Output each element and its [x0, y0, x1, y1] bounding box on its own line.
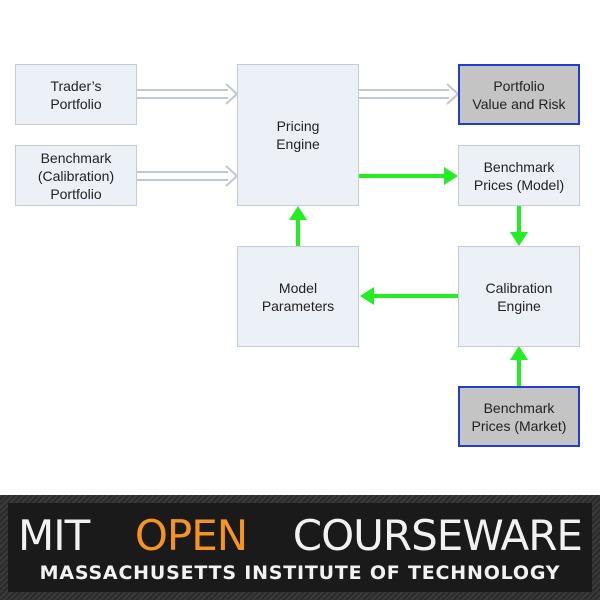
calibration-engine-box: Calibration Engine	[458, 246, 580, 347]
hollow-arrow-traders-to-pricing	[137, 83, 239, 105]
benchmark-prices-market-box: Benchmark Prices (Market)	[458, 386, 580, 447]
pricing-engine-label: Pricing Engine	[276, 118, 320, 152]
logo-text-open: OPEN	[134, 511, 248, 560]
green-arrow-parameters-to-pricing	[289, 206, 307, 246]
benchmark-prices-market-label: Benchmark Prices (Market)	[471, 399, 567, 434]
traders-portfolio-label: Trader’s Portfolio	[50, 77, 102, 112]
logo-text-courseware: COURSEWARE	[292, 511, 583, 560]
pricing-engine-box: Pricing Engine	[237, 64, 359, 206]
banner-panel: MIT OPEN COURSEWARE MASSACHUSETTS INSTIT…	[8, 503, 592, 592]
logo-text-mit: MIT	[18, 511, 90, 560]
benchmark-portfolio-box: Benchmark (Calibration) Portfolio	[15, 145, 137, 206]
benchmark-prices-model-label: Benchmark Prices (Model)	[473, 158, 565, 193]
benchmark-prices-model-box: Benchmark Prices (Model)	[458, 145, 580, 206]
arrows-layer	[137, 83, 528, 386]
green-arrow-pricing-to-model-prices	[359, 167, 458, 185]
green-arrow-calibration-to-parameters	[360, 287, 459, 305]
mit-ocw-logo: MIT OPEN COURSEWARE	[18, 511, 583, 560]
hollow-arrow-pricing-to-output	[359, 83, 460, 105]
logo-subtitle: MASSACHUSETTS INSTITUTE OF TECHNOLOGY	[39, 562, 561, 584]
green-arrow-model-prices-to-calibration	[510, 206, 528, 246]
benchmark-portfolio-label: Benchmark (Calibration) Portfolio	[37, 149, 115, 202]
model-parameters-box: Model Parameters	[237, 246, 359, 347]
portfolio-value-risk-box: Portfolio Value and Risk	[458, 64, 580, 125]
hollow-arrow-benchmark-to-pricing	[137, 165, 239, 187]
portfolio-value-risk-label: Portfolio Value and Risk	[472, 77, 566, 112]
traders-portfolio-box: Trader’s Portfolio	[15, 64, 137, 125]
diagram-canvas: Trader’s Portfolio Benchmark (Calibratio…	[15, 64, 580, 447]
model-parameters-label: Model Parameters	[261, 279, 335, 314]
mit-ocw-banner: MIT OPEN COURSEWARE MASSACHUSETTS INSTIT…	[0, 495, 600, 600]
green-arrow-market-to-calibration	[510, 346, 528, 386]
calibration-engine-label: Calibration Engine	[485, 279, 553, 314]
